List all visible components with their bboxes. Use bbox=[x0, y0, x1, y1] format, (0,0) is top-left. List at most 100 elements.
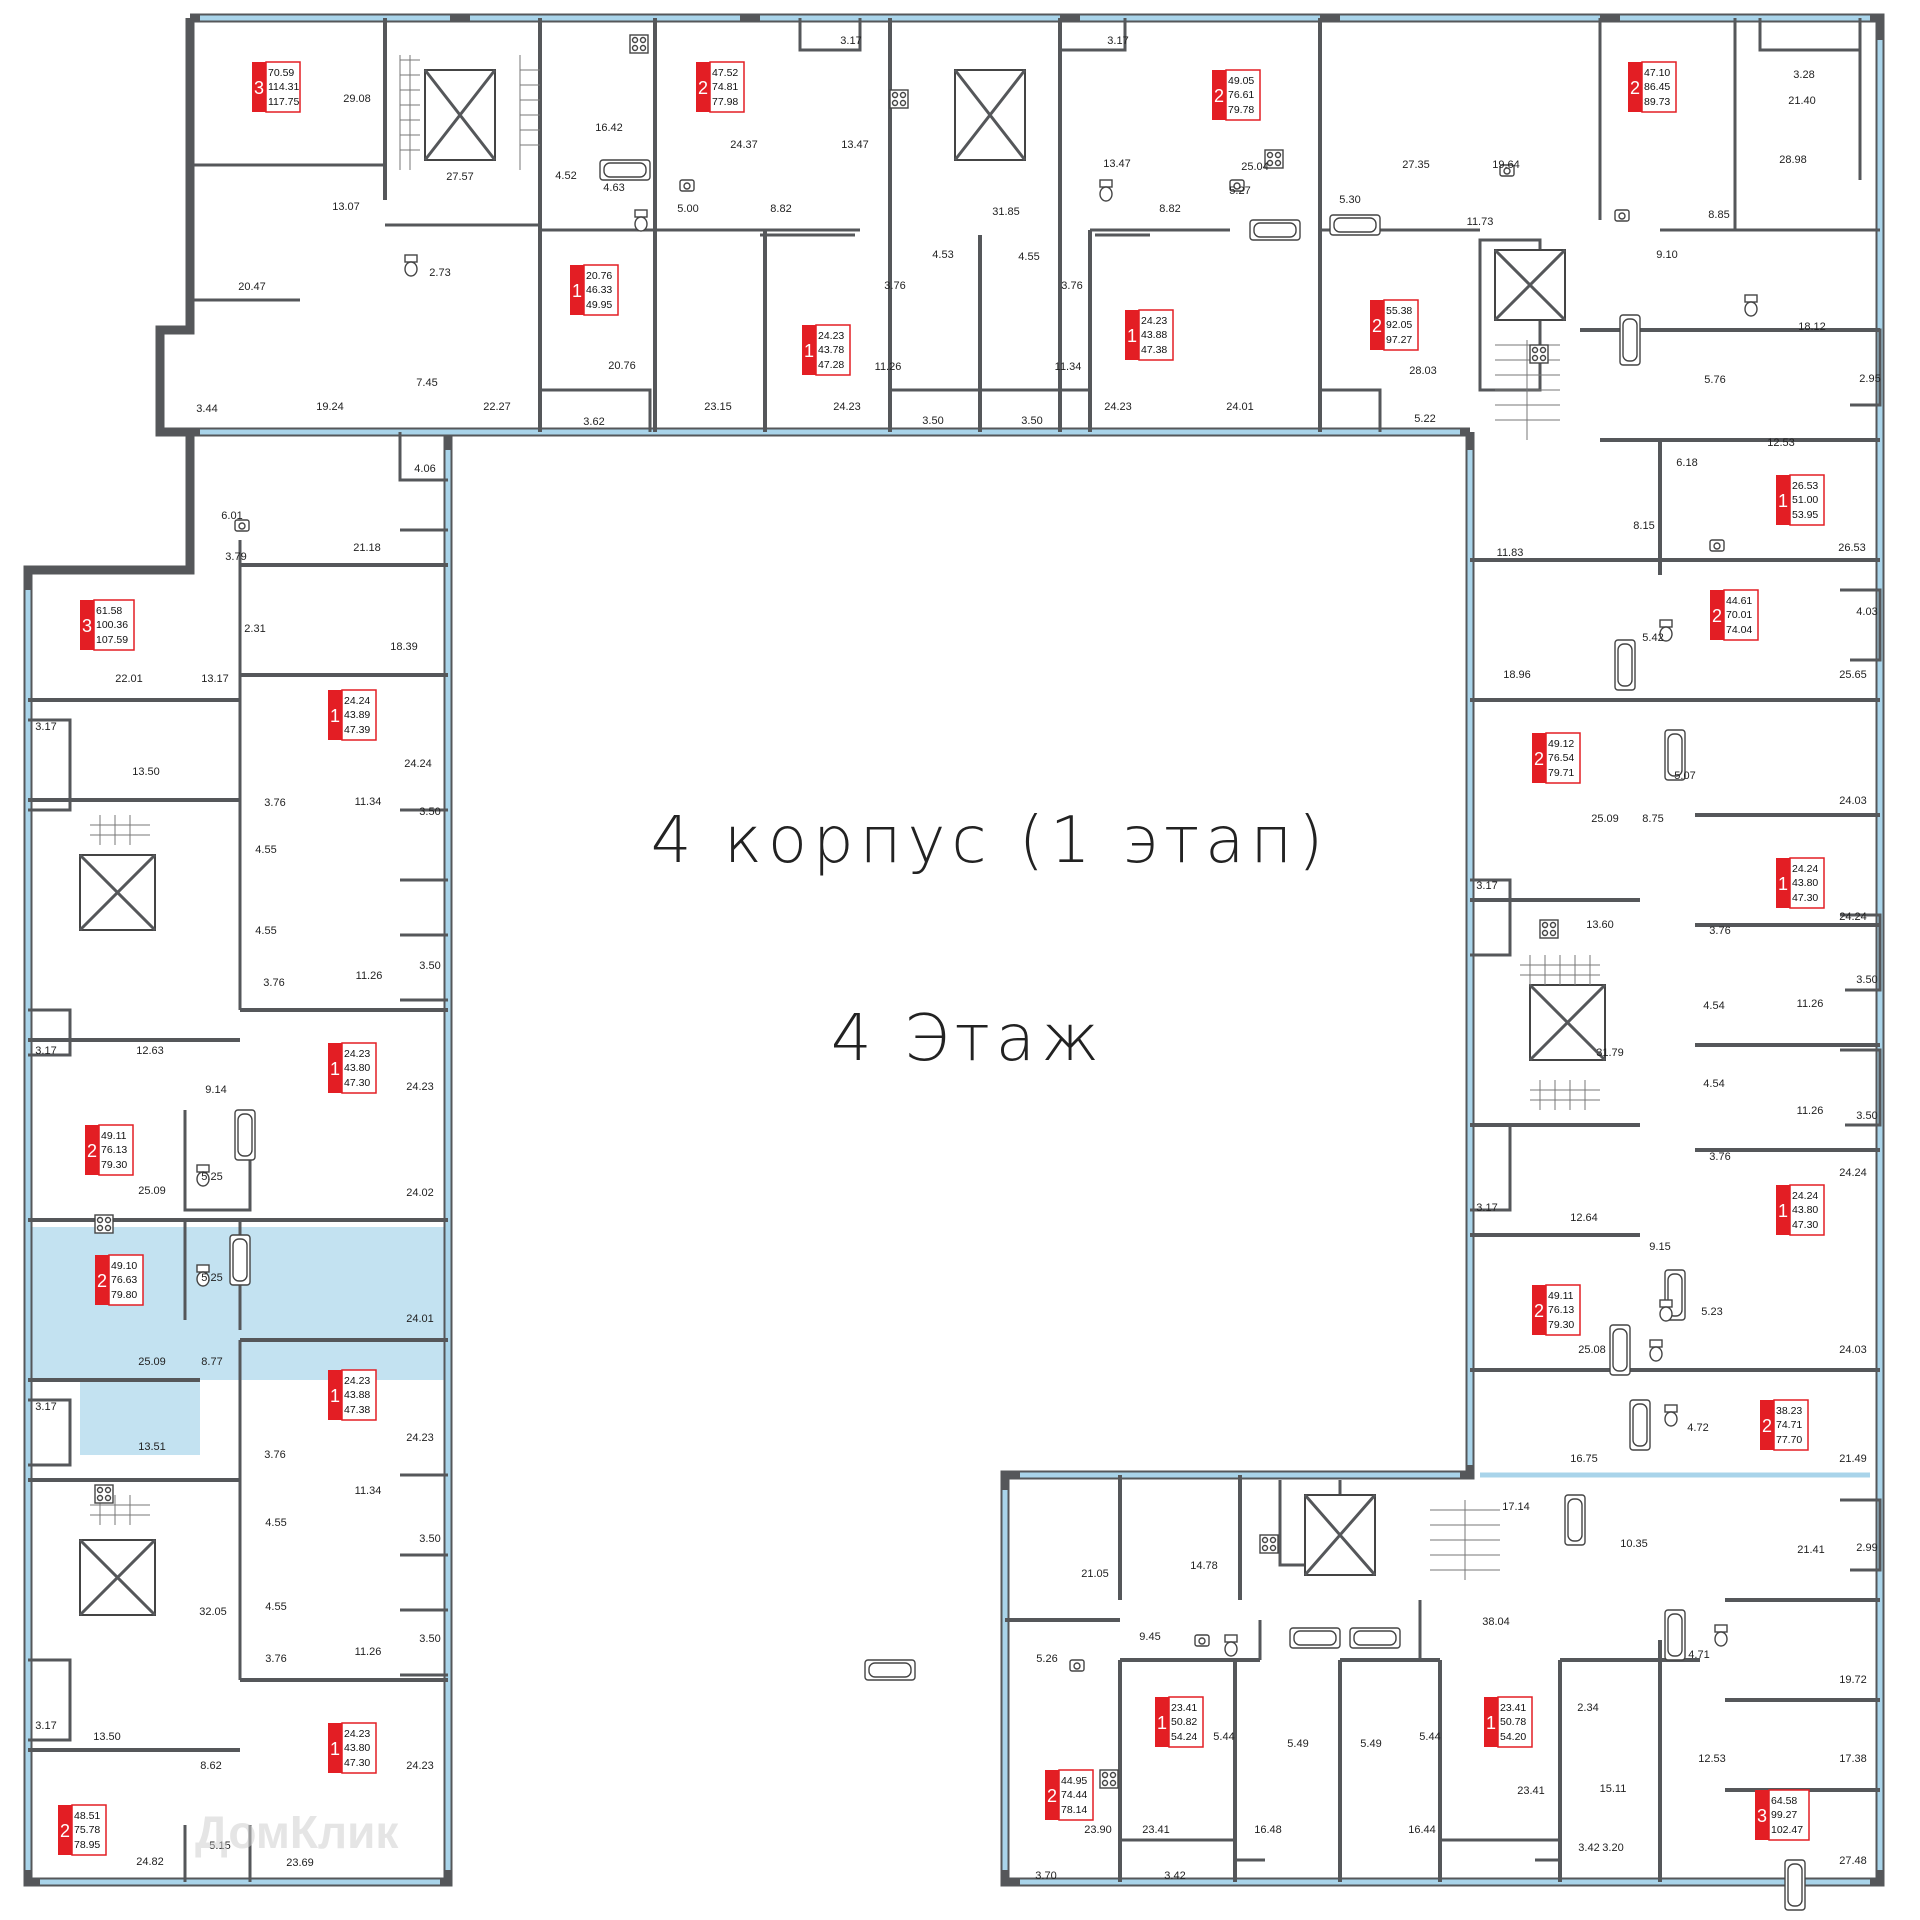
room-area: 5.26 bbox=[1036, 1653, 1057, 1665]
room-area: 13.60 bbox=[1586, 919, 1614, 931]
svg-text:24.23: 24.23 bbox=[344, 1375, 370, 1387]
room-area: 14.78 bbox=[1190, 1560, 1218, 1572]
room-area: 21.41 bbox=[1797, 1544, 1825, 1556]
room-area: 13.50 bbox=[93, 1731, 121, 1743]
room-area: 3.76 bbox=[1709, 925, 1730, 937]
room-area: 5.49 bbox=[1360, 1738, 1381, 1750]
room-area: 3.42 bbox=[1164, 1870, 1185, 1882]
room-area: 8.62 bbox=[200, 1760, 221, 1772]
room-area: 2.95 bbox=[1859, 373, 1880, 385]
svg-text:47.52: 47.52 bbox=[712, 67, 738, 79]
room-area: 4.55 bbox=[265, 1517, 286, 1529]
room-area: 12.63 bbox=[136, 1045, 164, 1057]
room-area: 3.76 bbox=[263, 977, 284, 989]
svg-text:47.38: 47.38 bbox=[1141, 344, 1167, 356]
room-area: 3.50 bbox=[419, 806, 440, 818]
room-area: 3.50 bbox=[419, 1633, 440, 1645]
room-area: 2.99 bbox=[1856, 1542, 1877, 1554]
room-area: 28.98 bbox=[1779, 154, 1807, 166]
room-area: 3.17 bbox=[1107, 35, 1128, 47]
room-area: 27.35 bbox=[1402, 159, 1430, 171]
svg-text:1: 1 bbox=[1778, 1201, 1788, 1221]
room-area: 8.82 bbox=[770, 203, 791, 215]
room-area: 24.23 bbox=[1104, 401, 1132, 413]
room-area: 3.76 bbox=[1061, 280, 1082, 292]
room-area: 5.44 bbox=[1419, 1731, 1440, 1743]
room-area: 20.76 bbox=[608, 360, 636, 372]
room-area: 9.14 bbox=[205, 1084, 226, 1096]
room-area: 21.05 bbox=[1081, 1568, 1109, 1580]
room-area: 11.83 bbox=[1497, 547, 1524, 559]
svg-text:49.10: 49.10 bbox=[111, 1260, 137, 1272]
svg-text:3: 3 bbox=[82, 616, 92, 636]
svg-text:79.80: 79.80 bbox=[111, 1289, 137, 1301]
room-area: 4.55 bbox=[265, 1601, 286, 1613]
room-area: 24.37 bbox=[730, 139, 758, 151]
svg-text:47.30: 47.30 bbox=[344, 1077, 370, 1089]
svg-text:86.45: 86.45 bbox=[1644, 81, 1670, 93]
room-area: 25.09 bbox=[1591, 813, 1619, 825]
room-area: 23.15 bbox=[704, 401, 732, 413]
room-area: 3.28 bbox=[1793, 69, 1814, 81]
room-area: 25.04 bbox=[1241, 161, 1269, 173]
svg-text:100.36: 100.36 bbox=[96, 619, 128, 631]
svg-text:54.24: 54.24 bbox=[1171, 1731, 1197, 1743]
svg-text:2: 2 bbox=[1712, 606, 1722, 626]
svg-text:24.23: 24.23 bbox=[344, 1728, 370, 1740]
svg-text:79.30: 79.30 bbox=[1548, 1319, 1574, 1331]
room-area: 3.79 bbox=[225, 551, 246, 563]
room-area: 22.01 bbox=[115, 673, 143, 685]
svg-text:53.95: 53.95 bbox=[1792, 509, 1818, 521]
room-area: 24.01 bbox=[1226, 401, 1254, 413]
svg-text:26.53: 26.53 bbox=[1792, 480, 1818, 492]
svg-text:74.71: 74.71 bbox=[1776, 1419, 1802, 1431]
svg-text:1: 1 bbox=[1778, 491, 1788, 511]
svg-text:47.30: 47.30 bbox=[1792, 892, 1818, 904]
room-area: 8.77 bbox=[201, 1356, 222, 1368]
room-area: 19.24 bbox=[316, 401, 344, 413]
svg-text:2: 2 bbox=[1630, 78, 1640, 98]
room-area: 3.17 bbox=[1476, 880, 1497, 892]
svg-text:75.78: 75.78 bbox=[74, 1824, 100, 1836]
lifts-stairs bbox=[78, 55, 1607, 1617]
svg-text:3: 3 bbox=[1757, 1806, 1767, 1826]
svg-text:50.78: 50.78 bbox=[1500, 1716, 1526, 1728]
svg-text:1: 1 bbox=[330, 1386, 340, 1406]
room-area: 11.26 bbox=[356, 970, 383, 982]
svg-text:64.58: 64.58 bbox=[1771, 1795, 1797, 1807]
svg-text:70.59: 70.59 bbox=[268, 67, 294, 79]
room-area: 4.54 bbox=[1703, 1000, 1724, 1012]
room-area: 4.72 bbox=[1687, 1422, 1708, 1434]
svg-text:2: 2 bbox=[97, 1271, 107, 1291]
svg-text:24.24: 24.24 bbox=[1792, 1190, 1818, 1202]
svg-text:43.88: 43.88 bbox=[1141, 329, 1167, 341]
svg-text:43.88: 43.88 bbox=[344, 1389, 370, 1401]
room-area: 3.50 bbox=[419, 1533, 440, 1545]
svg-text:74.44: 74.44 bbox=[1061, 1789, 1087, 1801]
svg-text:3: 3 bbox=[254, 78, 264, 98]
windows bbox=[25, 15, 1883, 1885]
svg-text:1: 1 bbox=[572, 281, 582, 301]
room-area: 16.44 bbox=[1408, 1824, 1436, 1836]
lift-left-1 bbox=[78, 853, 157, 932]
svg-text:2: 2 bbox=[1047, 1786, 1057, 1806]
room-area: 25.09 bbox=[138, 1185, 166, 1197]
svg-text:24.23: 24.23 bbox=[818, 330, 844, 342]
svg-text:43.80: 43.80 bbox=[1792, 1204, 1818, 1216]
room-area: 4.52 bbox=[555, 170, 576, 182]
room-area: 24.23 bbox=[833, 401, 861, 413]
stairs bbox=[90, 55, 1600, 1580]
room-area: 16.75 bbox=[1570, 1453, 1598, 1465]
svg-text:1: 1 bbox=[330, 1739, 340, 1759]
